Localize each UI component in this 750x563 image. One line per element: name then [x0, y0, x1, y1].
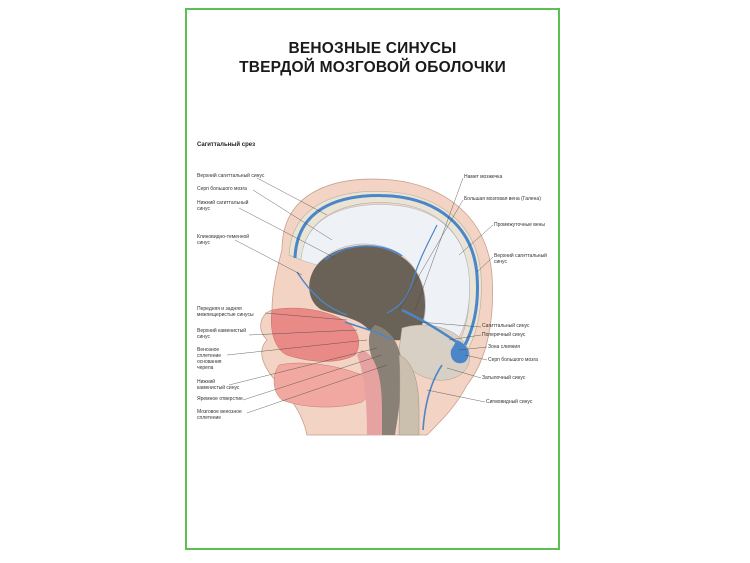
spine — [398, 354, 420, 436]
poster-title-line2: ТВЕРДОЙ МОЗГОВОЙ ОБОЛОЧКИ — [239, 59, 506, 76]
brain-shadow — [309, 245, 426, 341]
label-superior-petrosal-sinus: Верхний каменистый синус — [197, 328, 247, 340]
label-sagittal-sinus: Сагиттальный синус — [482, 323, 530, 329]
left-leader-lines — [226, 177, 388, 414]
poster-frame: ВЕНОЗНЫЕ СИНУСЫ ТВЕРДОЙ МОЗГОВОЙ ОБОЛОЧК… — [185, 8, 560, 550]
confluence — [450, 340, 469, 364]
label-sigmoid-sinus: Сигмовидный синус — [486, 399, 533, 405]
label-great-cerebral-vein: Большая мозговая вена (Галена) — [464, 196, 541, 202]
label-inferior-petrosal-sinus: Нижний каменистый синус — [197, 379, 240, 391]
pharynx — [357, 350, 382, 435]
label-cerebral-venous-plexus: Мозговое венозное сплетение — [197, 409, 242, 421]
sigmoid-sinus — [422, 364, 443, 431]
label-superior-sagittal-sinus: Верхний сагиттальный синус — [197, 173, 265, 179]
great-cerebral-vein — [386, 224, 438, 314]
brainstem — [368, 325, 402, 435]
head-sagittal-illustration — [226, 177, 494, 436]
label-superior-sagittal-sinus-right: Верхний сагиттальный синус — [494, 253, 547, 265]
petrosal-sinus — [344, 321, 393, 341]
label-jugular-foramen: Яремное отверстие — [197, 396, 243, 402]
sphenoparietal-sinus — [296, 271, 348, 316]
label-transverse-sinus: Поперечный синус — [482, 332, 526, 338]
poster-title-line1: ВЕНОЗНЫЕ СИНУСЫ — [288, 40, 457, 57]
label-basilar-plexus: Венозное сплетение основания черепа — [197, 347, 222, 371]
label-intercavernous-sinuses: Передняя и задняя межпещеристые синусы — [197, 306, 254, 318]
right-leader-lines — [398, 177, 494, 403]
label-sphenoparietal-sinus: Клиновидно-теменной синус — [197, 234, 250, 246]
label-confluence-zone: Зона слияния — [488, 344, 520, 350]
section-subtitle: Сагиттальный срез — [197, 142, 256, 148]
inferior-sagittal-sinus — [324, 245, 403, 261]
label-inferior-sagittal-sinus: Нижний сагиттальный синус — [197, 200, 249, 212]
superior-sagittal-sinus — [293, 194, 479, 346]
falx-area — [300, 204, 470, 341]
label-falx-cerebri: Серп большого мозга — [197, 186, 247, 192]
oral-cavity — [273, 362, 370, 408]
label-tentorium-cerebelli: Намет мозжечка — [464, 174, 503, 180]
label-occipital-sinus: Затылочный синус — [482, 375, 526, 381]
label-falx-cerebri-right: Серп большого мозга — [488, 357, 538, 363]
label-intermediate-veins: Промежуточные вены — [494, 222, 545, 228]
